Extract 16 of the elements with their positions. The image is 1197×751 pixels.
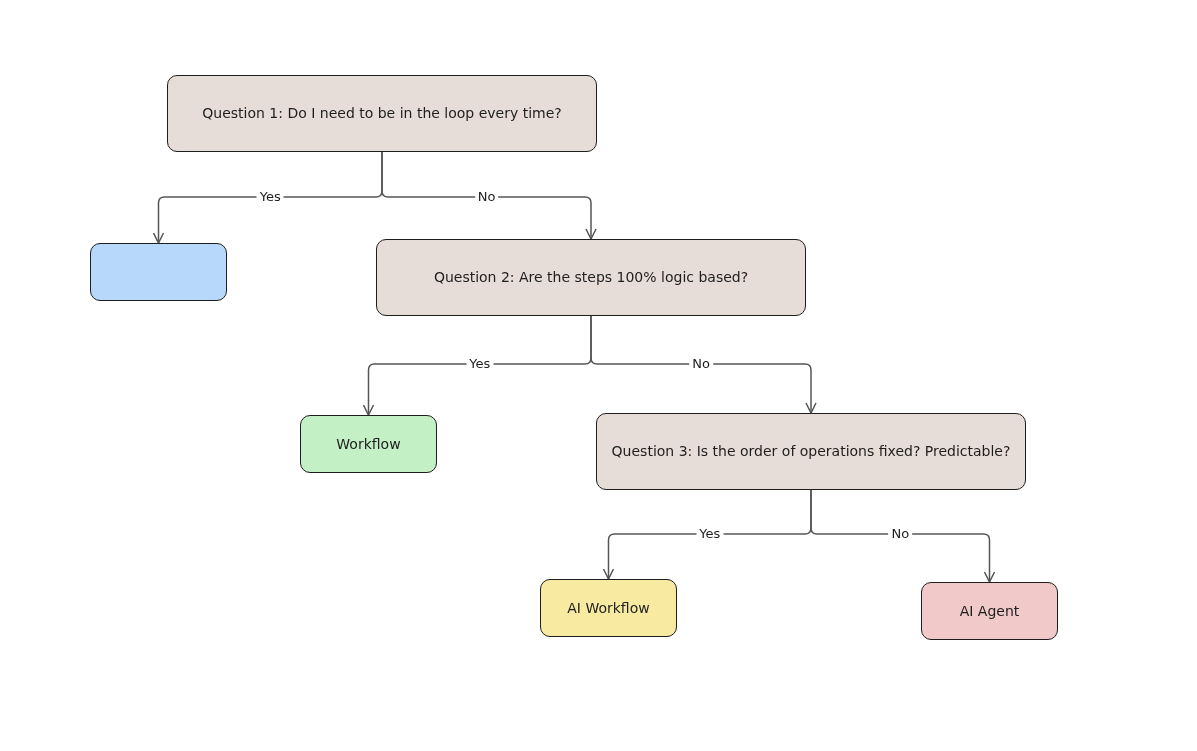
outcome-box <box>300 415 437 473</box>
node-text: AI Agent <box>959 601 1020 621</box>
node-text: AI Workflow <box>567 598 650 618</box>
arrow <box>590 315 817 414</box>
arrow <box>810 489 996 583</box>
question-box <box>596 413 1026 490</box>
node-text: Workflow <box>336 434 401 454</box>
outcome-box <box>90 243 227 301</box>
node-text: Question 1: Do I need to be in the loop every time? <box>202 104 562 123</box>
question-box <box>376 239 806 316</box>
outcome-box <box>921 582 1058 640</box>
node-text: Question 2: Are the steps 100% logic based? <box>433 268 749 287</box>
arrow <box>381 151 597 240</box>
outcome-box <box>540 579 677 637</box>
node-text: Question 3: Is the order of operations fixed? Predictable? <box>611 442 1011 461</box>
question-box <box>167 75 597 152</box>
